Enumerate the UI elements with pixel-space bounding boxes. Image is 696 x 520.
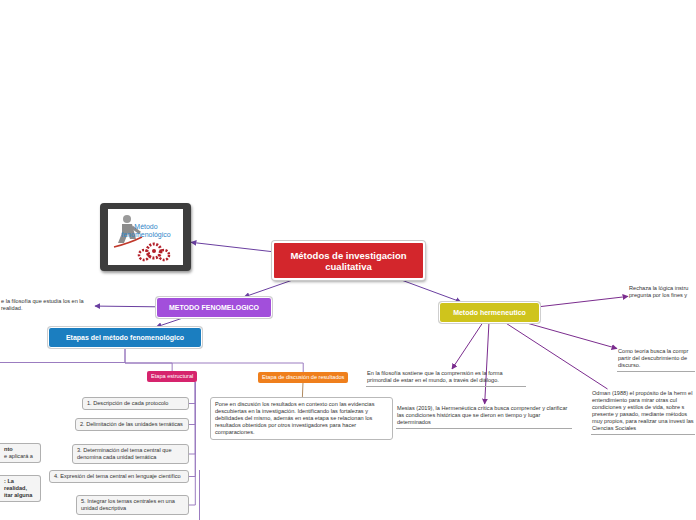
note-text: Como teoría busca la compr partir del de… bbox=[617, 347, 695, 372]
connector bbox=[506, 323, 608, 389]
node-text: Métodos de investigacion cualitativa bbox=[282, 250, 415, 272]
note-text: e la filosofía que estudia los en la rea… bbox=[0, 297, 95, 314]
connector bbox=[189, 382, 195, 477]
step-box: 3. Determinación del tema central que de… bbox=[72, 444, 189, 464]
connector bbox=[95, 306, 156, 308]
node-text: Metodo hermeneutico bbox=[444, 308, 535, 317]
connector bbox=[189, 382, 195, 404]
connector bbox=[189, 382, 195, 454]
connector bbox=[189, 382, 195, 505]
connector bbox=[302, 383, 304, 397]
connector bbox=[244, 280, 293, 297]
node-text: nto bbox=[4, 446, 36, 453]
connector bbox=[540, 296, 628, 306]
note-box: Pone en discusión los resultados en cont… bbox=[210, 397, 393, 440]
image-frame: Método fenomenológico bbox=[100, 203, 191, 271]
stage-tag: Etapa de discusión de resultados bbox=[258, 372, 348, 383]
node-text: METODO FENOMELOGICO bbox=[161, 303, 267, 312]
note-text: Odman (1988) el propósito de la herm el … bbox=[591, 389, 695, 435]
node-text: : La realidad, itar alguna bbox=[4, 478, 36, 499]
node-text: Etapas del método fenomenológico bbox=[53, 333, 197, 342]
node-text: Mesias (2019), la Hermenéutica crítica b… bbox=[397, 405, 571, 426]
node-text: Etapa estructural bbox=[151, 373, 193, 380]
node-text: 2. Delimitación de las unidades temática… bbox=[80, 421, 184, 428]
node-text: Odman (1988) el propósito de la herm el … bbox=[592, 390, 694, 432]
node-text: e aplicará a bbox=[4, 453, 36, 460]
branch-line bbox=[199, 470, 200, 520]
node-text: e la filosofía que estudia los en la rea… bbox=[1, 298, 94, 312]
note-text: Mesias (2019), la Hermenéutica crítica b… bbox=[396, 404, 572, 429]
branch-box: Etapas del método fenomenológico bbox=[48, 327, 202, 348]
step-box: 4. Expresión del tema central en lenguaj… bbox=[49, 470, 189, 483]
branch-line bbox=[0, 362, 126, 363]
step-box: 2. Delimitación de las unidades temática… bbox=[75, 418, 189, 431]
branch-box: Metodo hermeneutico bbox=[439, 302, 540, 323]
cut-box: ntoe aplicará a bbox=[0, 443, 41, 463]
connector bbox=[189, 382, 195, 425]
connector bbox=[527, 323, 617, 348]
step-box: 1. Descripción de cada protocolo bbox=[82, 397, 189, 410]
connector bbox=[125, 348, 172, 371]
node-text: Método fenomenológico bbox=[114, 223, 178, 239]
cut-box: : La realidad, itar alguna bbox=[0, 475, 41, 502]
step-box: 5. Integrar los temas centrales en una u… bbox=[76, 495, 189, 515]
connector bbox=[156, 318, 183, 327]
node-text: En la filosofía sostiene que la comprens… bbox=[367, 370, 525, 384]
node-text: Pone en discusión los resultados en cont… bbox=[215, 401, 388, 436]
connector bbox=[485, 323, 489, 404]
connector bbox=[191, 242, 272, 251]
note-text: Rechaza la lógica instru pregunta por lo… bbox=[628, 284, 695, 301]
node-text: Rechaza la lógica instru pregunta por lo… bbox=[629, 285, 694, 299]
node-text: 5. Integrar los temas centrales en una u… bbox=[81, 498, 184, 512]
node-text: Etapa de discusión de resultados bbox=[262, 374, 344, 381]
connector bbox=[125, 348, 303, 372]
node-text: 1. Descripción de cada protocolo bbox=[87, 400, 184, 407]
connector bbox=[401, 280, 461, 302]
node-text: 3. Determinación del tema central que de… bbox=[77, 447, 184, 461]
stage-tag: Etapa estructural bbox=[147, 371, 197, 382]
central-topic: Métodos de investigacion cualitativa bbox=[272, 241, 425, 280]
node-text: Como teoría busca la compr partir del de… bbox=[618, 348, 694, 369]
connector bbox=[452, 323, 483, 369]
branch-box: METODO FENOMELOGICO bbox=[156, 297, 272, 318]
note-text: En la filosofía sostiene que la comprens… bbox=[366, 369, 526, 387]
node-text: 4. Expresión del tema central en lenguaj… bbox=[54, 473, 184, 480]
